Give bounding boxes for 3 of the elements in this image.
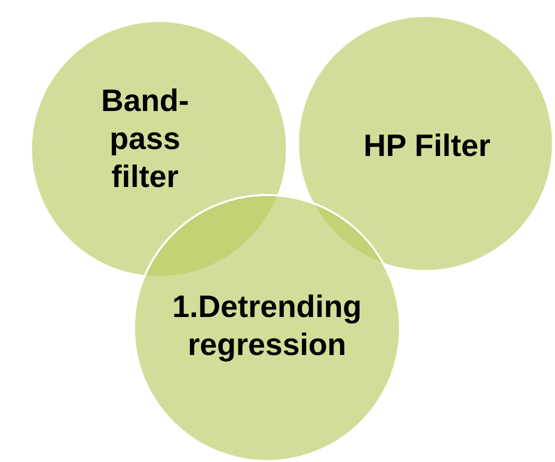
circle-label: 1.Detrending regression [171, 288, 363, 364]
circle-label: HP Filter [362, 127, 492, 165]
circle-label: Band-pass filter [100, 82, 190, 196]
